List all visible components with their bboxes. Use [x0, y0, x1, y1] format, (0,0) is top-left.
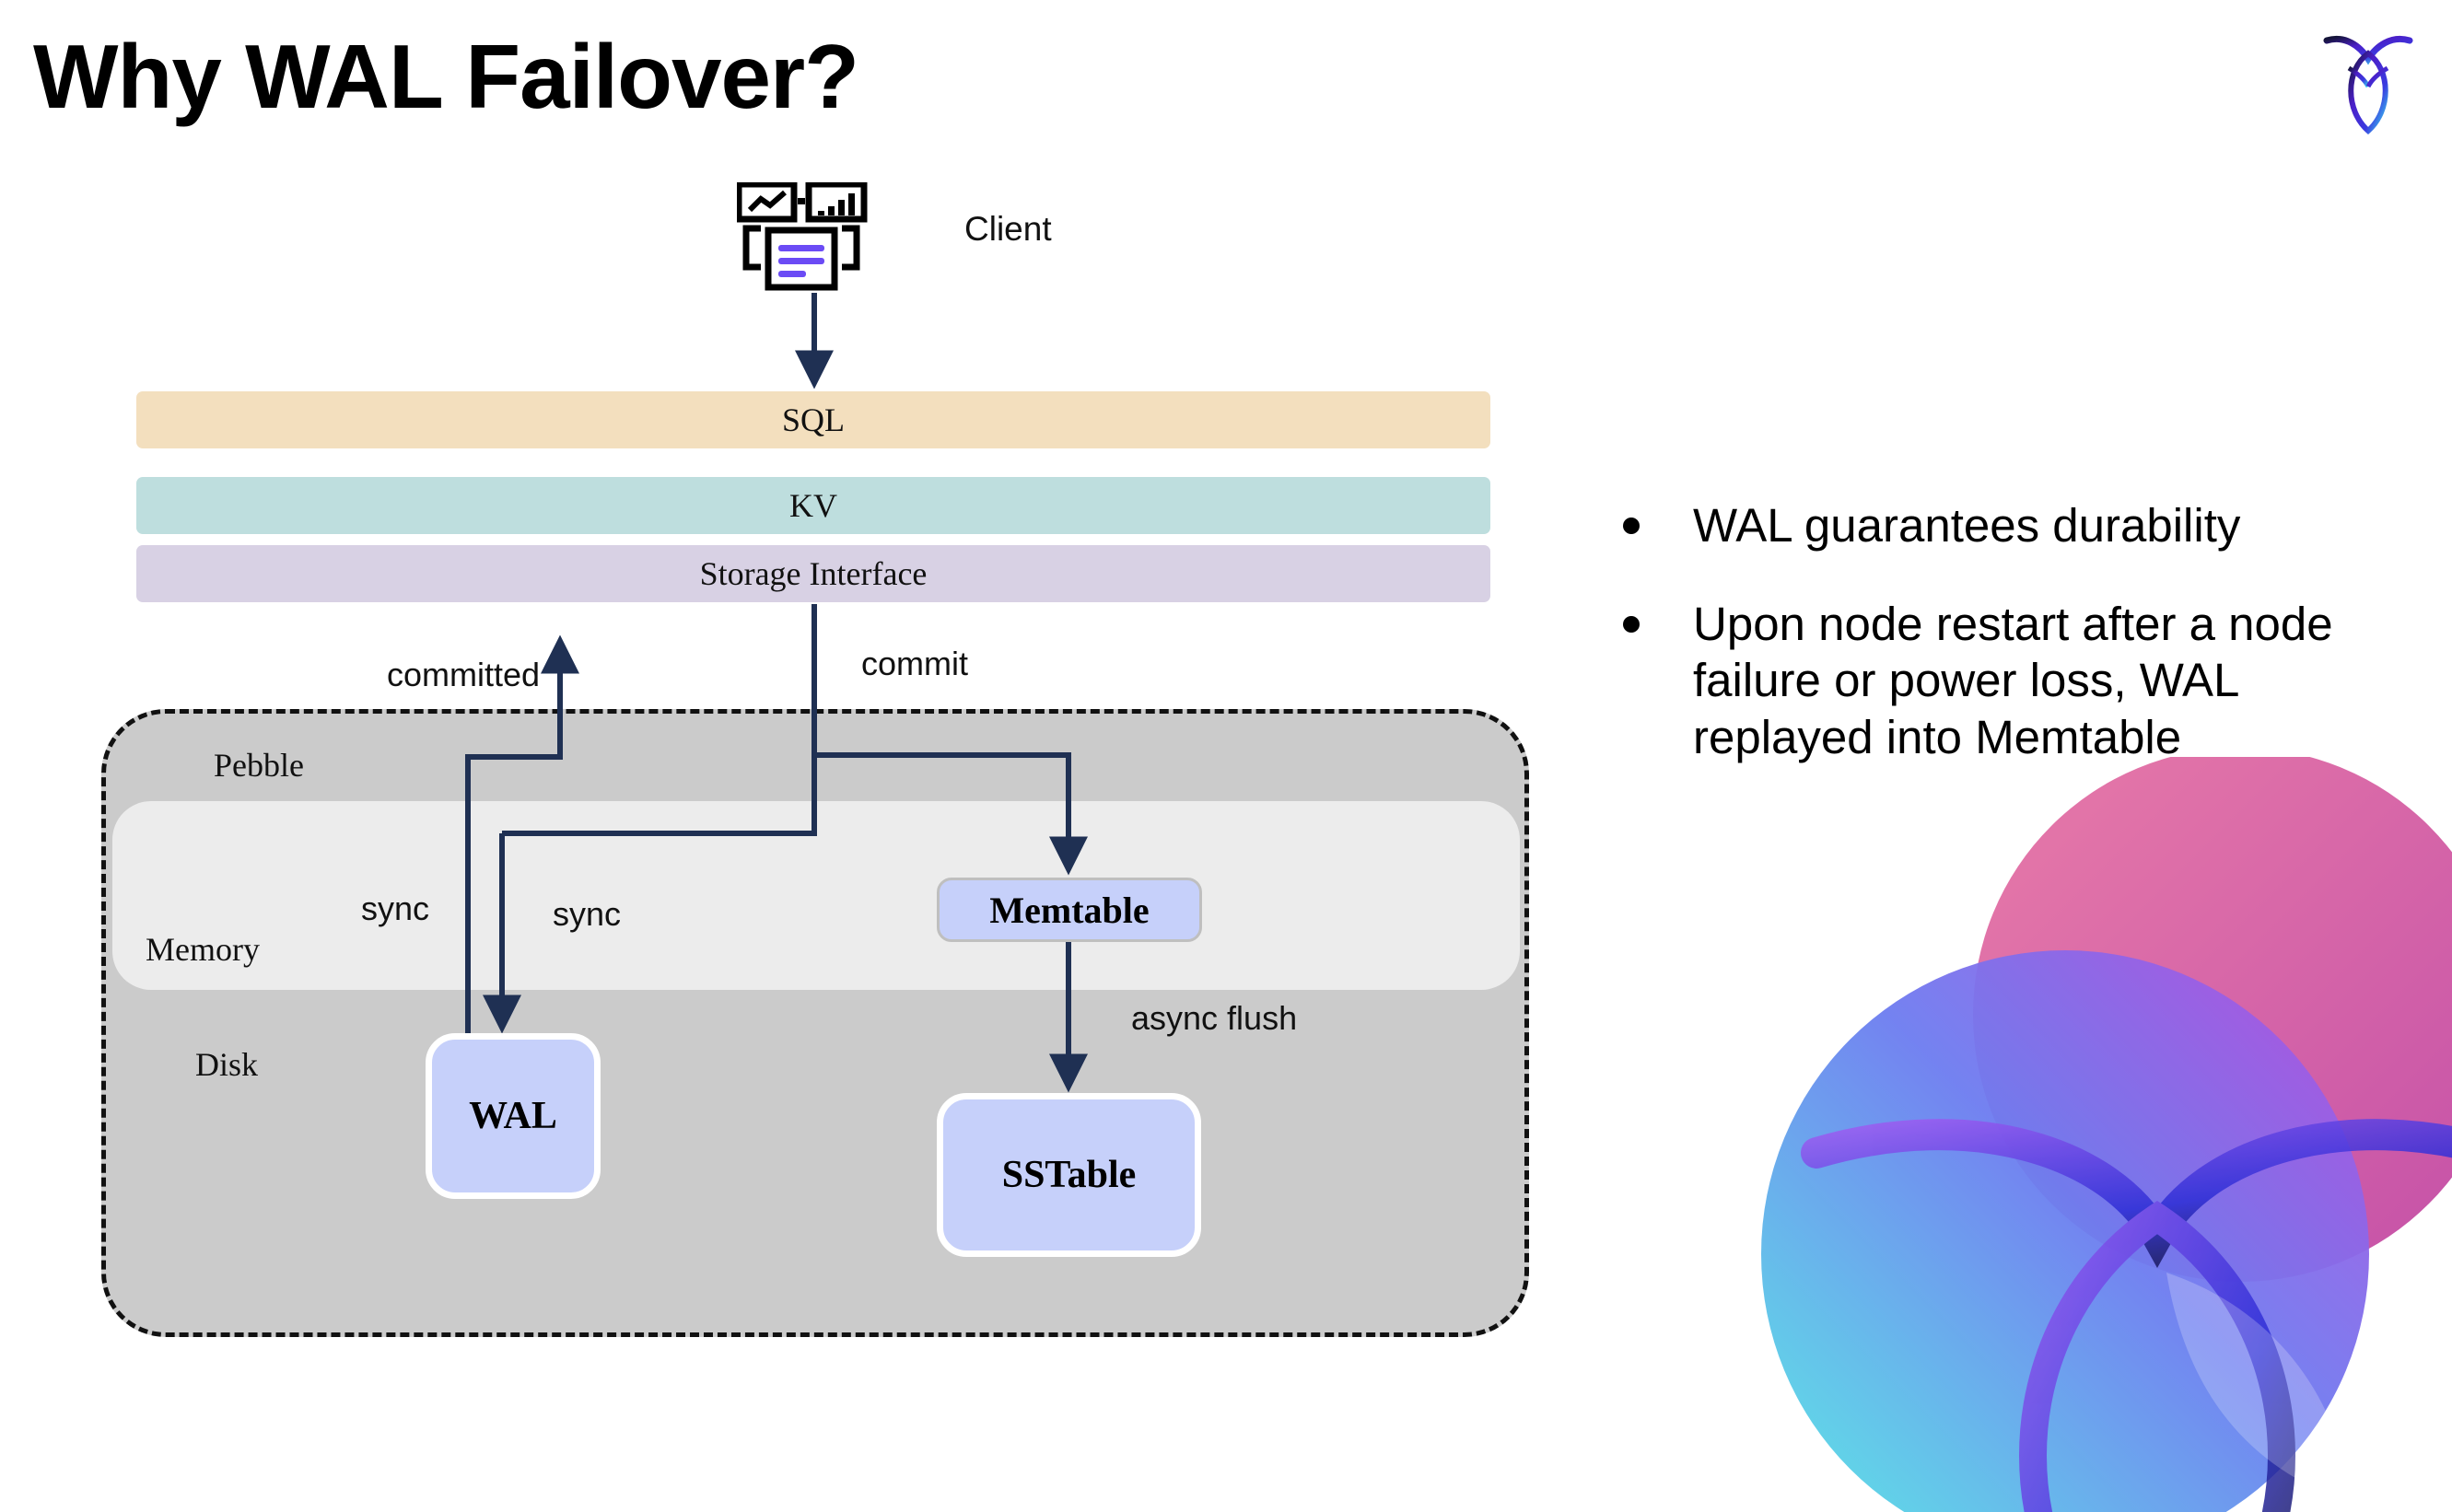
- edge-label-sync-2: sync: [553, 895, 622, 933]
- page-title: Why WAL Failover?: [33, 26, 859, 127]
- node-memtable[interactable]: Memtable: [937, 878, 1202, 942]
- layer-bar-storage-interface[interactable]: Storage Interface: [136, 545, 1490, 602]
- memory-label: Memory: [146, 931, 260, 968]
- edge-label-commit: commit: [861, 645, 968, 682]
- disk-label: Disk: [195, 1046, 259, 1083]
- client-label: Client: [964, 210, 1052, 248]
- memory-region: [112, 801, 1520, 990]
- edge-label-async-flush: async flush: [1131, 999, 1298, 1037]
- bullet-dot-icon: [1623, 518, 1640, 534]
- list-item: Upon node restart after a node failure o…: [1623, 596, 2388, 765]
- bullet-text: Upon node restart after a node failure o…: [1693, 598, 2333, 763]
- layer-bar-sql-label: SQL: [781, 401, 845, 438]
- layer-bar-sql[interactable]: SQL: [136, 391, 1490, 448]
- bullet-dot-icon: [1623, 616, 1640, 634]
- decorative-logo-watermark: [1761, 757, 2452, 1512]
- edge-label-committed: committed: [387, 656, 541, 693]
- layer-bar-storage-interface-label: Storage Interface: [699, 555, 928, 592]
- client-dashboard-icon: [737, 182, 868, 291]
- bullet-list: WAL guarantees durability Upon node rest…: [1623, 497, 2388, 808]
- cockroachdb-logo-icon: [2323, 36, 2413, 134]
- layer-bar-kv[interactable]: KV: [136, 477, 1490, 534]
- node-memtable-label: Memtable: [989, 889, 1150, 931]
- bullet-text: WAL guarantees durability: [1693, 499, 2241, 552]
- list-item: WAL guarantees durability: [1623, 497, 2388, 553]
- node-wal[interactable]: WAL: [426, 1033, 601, 1199]
- node-sstable-label: SSTable: [1001, 1154, 1137, 1196]
- node-sstable[interactable]: SSTable: [937, 1093, 1201, 1257]
- pebble-label: Pebble: [214, 747, 304, 784]
- node-wal-label: WAL: [469, 1095, 557, 1137]
- edge-label-sync-1: sync: [361, 890, 430, 927]
- layer-bar-kv-label: KV: [789, 487, 837, 524]
